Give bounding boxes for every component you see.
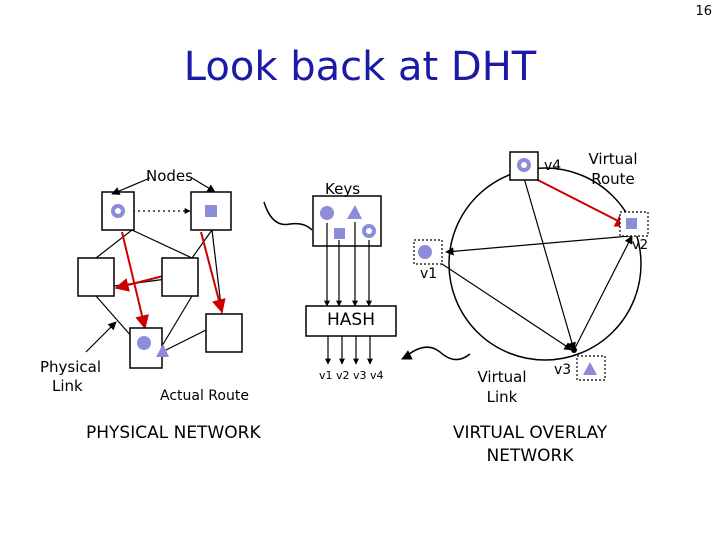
- node-box: [161, 257, 199, 297]
- hash-outputs-label: v1 v2 v3 v4: [319, 369, 384, 382]
- triangle-icon: [347, 205, 362, 219]
- triangle-icon: [156, 344, 169, 357]
- square-icon: [205, 205, 217, 217]
- ring-icon: [362, 224, 376, 238]
- physical-link-arrow: [85, 321, 117, 353]
- physical-network-label: PHYSICAL NETWORK: [86, 423, 261, 443]
- node-box: [77, 257, 115, 297]
- virtual-link-label-line2: Link: [486, 388, 518, 406]
- square-icon: [626, 218, 637, 229]
- dot-icon: [418, 245, 432, 259]
- nodes-arrow-left: [111, 177, 151, 195]
- v3-label: v3: [554, 362, 572, 378]
- actual-route-label: Actual Route: [160, 388, 249, 404]
- hash-input-arrows: [324, 222, 372, 307]
- overlay-ring: [448, 167, 642, 361]
- v1-label: v1: [420, 266, 438, 282]
- virtual-route-label-line1: Virtual: [588, 150, 638, 168]
- keys-pointer: [263, 201, 313, 231]
- virtual-route-label-line2: Route: [591, 170, 635, 188]
- v2-label: v2: [632, 238, 648, 253]
- nodes-label: Nodes: [146, 167, 193, 185]
- ring-icon: [517, 158, 531, 172]
- slide-title: Look back at DHT: [183, 44, 537, 90]
- v4-label: v4: [544, 158, 562, 174]
- keys-label: Keys: [325, 180, 361, 198]
- virtual-network-label-line1: VIRTUAL OVERLAY: [452, 423, 608, 443]
- ring-icon: [111, 204, 125, 218]
- dot-icon: [571, 347, 577, 353]
- nodes-arrow-right: [191, 177, 216, 193]
- hash-box: [305, 305, 397, 337]
- triangle-icon: [583, 362, 597, 375]
- virtual-route: [529, 175, 630, 227]
- physical-link-label-line1: Physical: [40, 358, 102, 376]
- dot-icon: [320, 206, 334, 220]
- square-icon: [334, 228, 345, 239]
- node-box: [205, 313, 243, 353]
- hash-label: HASH: [327, 310, 375, 330]
- keys-box: [312, 195, 382, 247]
- dot-icon: [137, 336, 151, 350]
- virtual-link-pointer: [403, 346, 471, 361]
- hash-output-arrows: [325, 336, 373, 365]
- physical-link-label-line2: Link: [52, 377, 83, 395]
- virtual-network-label-line2: NETWORK: [486, 446, 574, 466]
- virtual-links: [435, 177, 633, 351]
- virtual-link-label-line1: Virtual: [477, 368, 527, 386]
- page-number: 16: [695, 4, 712, 19]
